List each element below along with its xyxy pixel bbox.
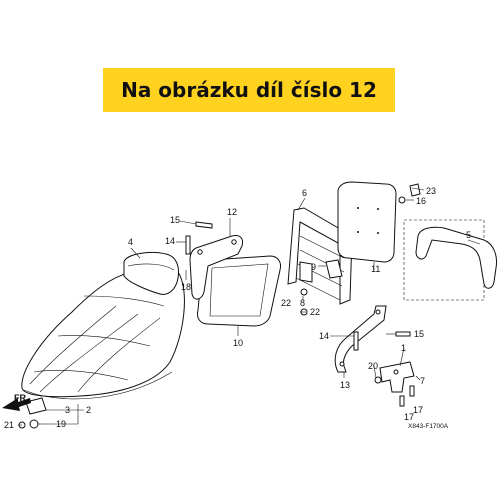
label-5[interactable]: 5 bbox=[466, 230, 471, 240]
label-19[interactable]: 19 bbox=[56, 419, 66, 429]
direction-label: FR. bbox=[14, 393, 29, 403]
seat-bracket-part[interactable] bbox=[18, 397, 47, 429]
label-23[interactable]: 23 bbox=[426, 186, 436, 196]
label-18[interactable]: 18 bbox=[181, 282, 191, 292]
label-7[interactable]: 7 bbox=[420, 376, 425, 386]
backrest-cushion-part[interactable] bbox=[337, 181, 397, 263]
hinge-part[interactable] bbox=[379, 361, 415, 393]
label-21[interactable]: 21 bbox=[4, 420, 14, 430]
diagram-code: X843-F1700A bbox=[408, 423, 449, 430]
fasteners bbox=[185, 183, 421, 407]
label-2[interactable]: 2 bbox=[86, 405, 91, 415]
label-3[interactable]: 3 bbox=[65, 405, 70, 415]
label-17-left[interactable]: 17 bbox=[404, 412, 414, 422]
grab-rail-part[interactable] bbox=[403, 219, 497, 301]
label-12[interactable]: 12 bbox=[227, 207, 237, 217]
label-16[interactable]: 16 bbox=[416, 196, 426, 206]
label-17-right[interactable]: 17 bbox=[413, 405, 423, 415]
backrest-pad-part[interactable] bbox=[197, 255, 281, 327]
rear-seat-cushion-part[interactable] bbox=[123, 251, 179, 295]
backrest-mount-bracket-part-12[interactable] bbox=[189, 235, 243, 300]
label-15-bottom[interactable]: 15 bbox=[414, 329, 424, 339]
label-14-top[interactable]: 14 bbox=[165, 236, 175, 246]
part-number-banner: Na obrázku díl číslo 12 bbox=[103, 68, 395, 112]
leader-lines bbox=[18, 187, 481, 426]
label-22-lower[interactable]: 22 bbox=[310, 307, 320, 317]
seat-part[interactable] bbox=[21, 268, 185, 400]
label-14-bottom[interactable]: 14 bbox=[319, 331, 329, 341]
label-15-top[interactable]: 15 bbox=[170, 215, 180, 225]
front-direction-arrow: FR. bbox=[2, 393, 31, 411]
label-22-upper[interactable]: 22 bbox=[281, 298, 291, 308]
part-number-labels: 12 4 6 5 11 15 14 18 22 8 9 22 10 14 13 … bbox=[4, 186, 471, 430]
label-13[interactable]: 13 bbox=[340, 380, 350, 390]
label-8[interactable]: 8 bbox=[300, 298, 305, 308]
side-bracket-part[interactable] bbox=[334, 305, 387, 373]
label-9[interactable]: 9 bbox=[311, 262, 316, 272]
banner-text: Na obrázku díl číslo 12 bbox=[121, 78, 377, 102]
label-10[interactable]: 10 bbox=[233, 338, 243, 348]
label-11[interactable]: 11 bbox=[371, 264, 380, 274]
label-1[interactable]: 1 bbox=[401, 343, 406, 353]
label-4[interactable]: 4 bbox=[128, 237, 133, 247]
label-20[interactable]: 20 bbox=[368, 361, 378, 371]
label-6[interactable]: 6 bbox=[302, 188, 307, 198]
